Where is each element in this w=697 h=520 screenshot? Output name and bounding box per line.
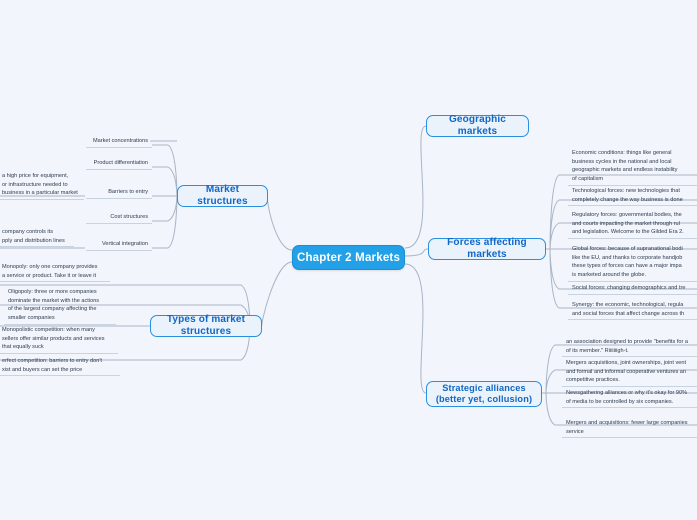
leaf-oligopoly[interactable]: Oligopoly: three or more companies domin… — [4, 286, 116, 325]
leaf-newsgathering-alliances[interactable]: Newsgathering alliances or why it's okay… — [562, 387, 697, 409]
leaf-vertical-integration[interactable]: Vertical integration — [86, 238, 152, 251]
leaf-global-forces[interactable]: Global forces: because of supranational … — [568, 243, 697, 282]
leaf-product-differentiation[interactable]: Product differentiation — [86, 157, 152, 170]
leaf-monopoly[interactable]: Monopoly: only one company provides a se… — [0, 261, 110, 283]
branch-node-geographic-markets[interactable]: Geographic markets — [426, 114, 529, 137]
leaf-perfect-competition[interactable]: erfect competition: barriers to entry do… — [0, 355, 120, 377]
leaf-mergers-acquisitions-joint-ownerships[interactable]: Mergers acquisitions, joint ownerships, … — [562, 357, 697, 387]
branch-node-market-structures[interactable]: Market structures — [177, 184, 268, 207]
leaf-regulatory-forces[interactable]: Regulatory forces: governmental bodies, … — [568, 209, 697, 239]
leaf-synergy[interactable]: Synergy: the economic, technological, re… — [568, 299, 697, 321]
leaf-vertical-integration-description[interactable]: company controls its pply and distributi… — [0, 226, 74, 248]
leaf-social-forces[interactable]: Social forces: changing demographics and… — [568, 282, 697, 295]
leaf-barriers-to-entry-description[interactable]: a high price for equipment, or infrastru… — [0, 170, 84, 200]
leaf-monopolistic-competition[interactable]: Monopolistic competition: when many sell… — [0, 324, 118, 354]
leaf-economic-conditions[interactable]: Economic conditions: things like general… — [568, 147, 697, 186]
leaf-association-definition[interactable]: an association designed to provide "bene… — [562, 336, 697, 358]
root-node-chapter-2-markets[interactable]: Chapter 2 Markets — [292, 245, 405, 270]
branch-node-types-of-market-structures[interactable]: Types of market structures — [150, 314, 262, 337]
branch-node-forces-affecting-markets[interactable]: Forces affecting markets — [428, 237, 546, 260]
leaf-mergers-and-acquisitions[interactable]: Mergers and acquisitions: fewer large co… — [562, 417, 697, 439]
branch-node-strategic-alliances[interactable]: Strategic alliances (better yet, collusi… — [426, 381, 542, 407]
leaf-barriers-to-entry[interactable]: Barriers to entry — [86, 186, 152, 199]
leaf-technological-forces[interactable]: Technological forces: new technologies t… — [568, 185, 697, 207]
leaf-market-concentrations[interactable]: Market concentrations — [86, 135, 152, 148]
leaf-cost-structures[interactable]: Cost structures — [86, 211, 152, 224]
